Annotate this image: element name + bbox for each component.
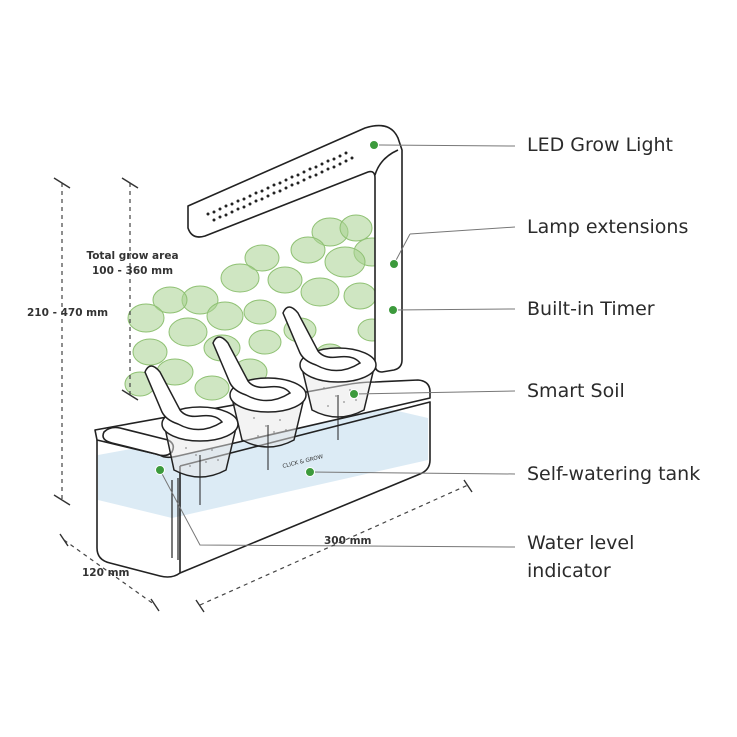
- lamp-arm: [187, 124, 403, 373]
- callout-markers: [155, 140, 399, 477]
- marker-lamp: [389, 259, 399, 269]
- callout-water-level-line2: indicator: [527, 560, 611, 582]
- plant-foliage: [124, 214, 391, 401]
- marker-soil: [349, 389, 359, 399]
- soil-texture: [185, 387, 357, 467]
- callout-lines: [159, 144, 516, 548]
- dimension-lines: [61, 183, 469, 606]
- grow-area-title: Total grow area: [86, 250, 179, 262]
- grow-area-range: 100 - 360 mm: [91, 265, 174, 277]
- callout-water-level-line1: Water level: [527, 532, 635, 554]
- marker-led: [369, 140, 379, 150]
- length-dimension-label: 300 mm: [324, 535, 372, 547]
- dimension-ticks: [53, 177, 473, 613]
- led-holes: [206, 151, 354, 222]
- callout-led-grow-light: LED Grow Light: [527, 134, 673, 156]
- pod-3: [282, 306, 377, 440]
- depth-dimension-label: 120 mm: [82, 567, 130, 579]
- pod-1: [144, 365, 239, 505]
- pod-2: [212, 336, 307, 470]
- marker-timer: [388, 305, 398, 315]
- callout-lamp-extensions: Lamp extensions: [527, 216, 689, 238]
- height-dimension-label: 210 - 470 mm: [27, 307, 109, 319]
- marker-water: [155, 465, 165, 475]
- marker-tank: [305, 467, 315, 477]
- callout-built-in-timer: Built-in Timer: [527, 298, 655, 320]
- callout-smart-soil: Smart Soil: [527, 380, 625, 402]
- callout-self-watering-tank: Self-watering tank: [527, 463, 701, 485]
